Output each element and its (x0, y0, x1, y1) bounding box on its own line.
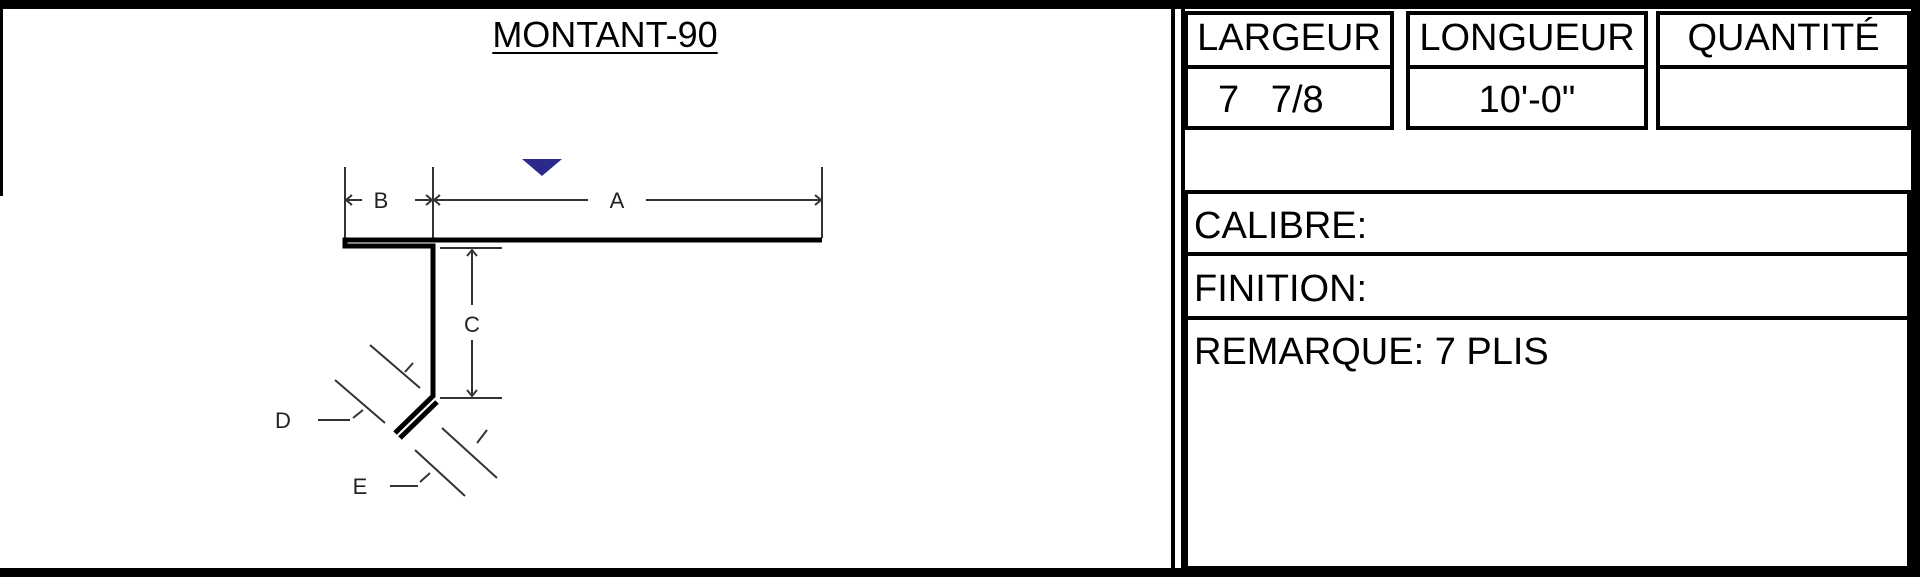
hem-fold (398, 400, 439, 440)
value-longueur: 10'-0" (1478, 79, 1576, 121)
header-longueur: LONGUEUR (1419, 17, 1635, 59)
finition-label: FINITION: (1194, 268, 1368, 310)
direction-marker-icon (522, 159, 562, 176)
header-largeur: LARGEUR (1197, 17, 1381, 59)
dimension-label-a: A (610, 188, 625, 213)
drawing-title: MONTANT-90 (492, 14, 718, 55)
dimension-label-c: C (464, 312, 480, 337)
separator-right (1181, 0, 1185, 577)
dimension-label-b: B (374, 188, 389, 213)
dimension-label-d: D (275, 408, 291, 433)
value-box-quantite (1656, 65, 1911, 130)
profile-shape (342, 237, 822, 435)
separator-left (1171, 0, 1175, 577)
profile-diagram: B A C D E (275, 159, 823, 499)
dimension-label-e: E (353, 474, 368, 499)
remarque-label: REMARQUE: 7 PLIS (1194, 331, 1549, 373)
calibre-label: CALIBRE: (1194, 205, 1368, 247)
left-border-stub (0, 0, 3, 196)
header-quantite: QUANTITÉ (1687, 17, 1880, 59)
value-box-largeur (1184, 65, 1394, 130)
finition-row (1184, 252, 1911, 320)
value-largeur: 7 7/8 (1218, 79, 1324, 121)
value-box-longueur (1406, 65, 1648, 130)
